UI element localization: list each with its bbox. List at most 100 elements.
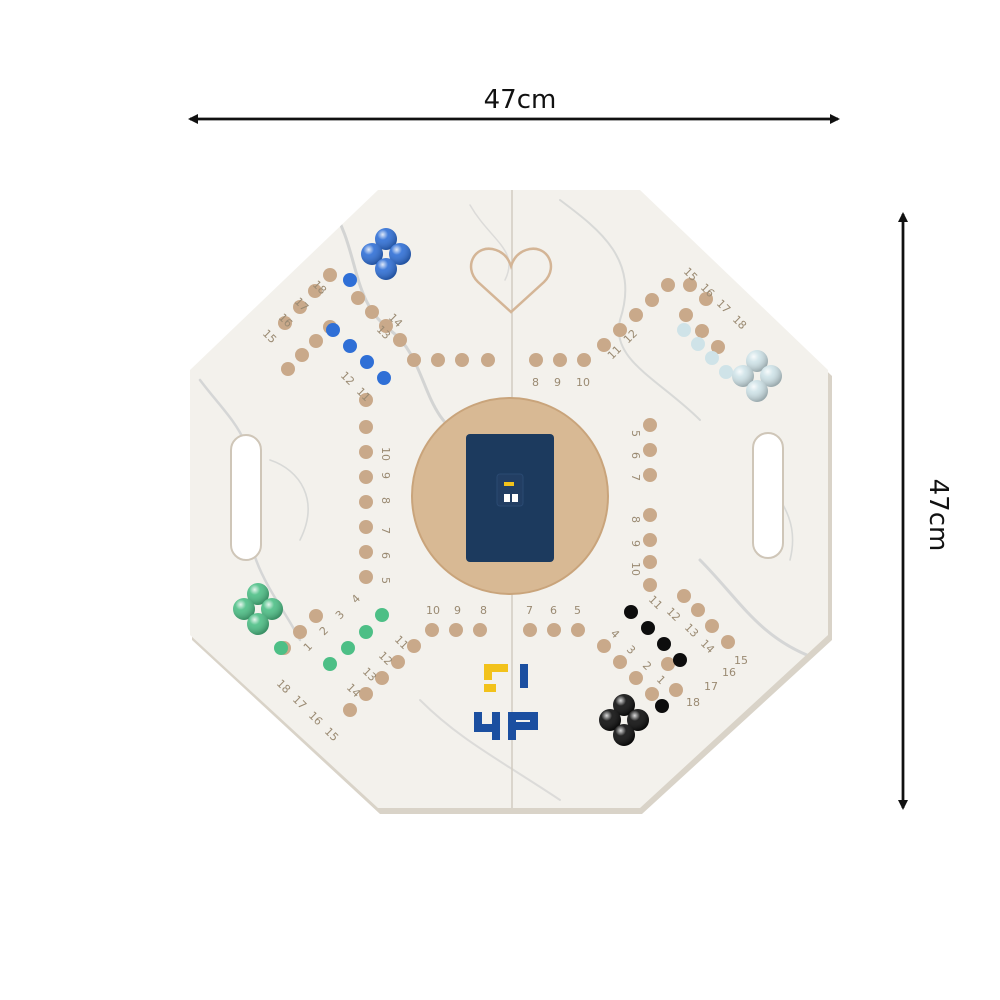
- marble-shine: [375, 228, 397, 250]
- track-number: 6: [379, 552, 392, 559]
- height-dimension: 47cm: [898, 212, 953, 810]
- home-peg: [359, 625, 373, 639]
- marble-shine: [746, 350, 768, 372]
- home-peg: [341, 641, 355, 655]
- peg-hole: [379, 319, 393, 333]
- peg-hole: [449, 623, 463, 637]
- marble-shine: [599, 709, 621, 731]
- peg-hole: [661, 278, 675, 292]
- peg-hole: [643, 508, 657, 522]
- marble-shine: [613, 694, 635, 716]
- peg-hole: [705, 619, 719, 633]
- marble-shine: [247, 583, 269, 605]
- track-number: 8: [480, 604, 487, 617]
- marble-shine: [613, 724, 635, 746]
- home-peg: [323, 657, 337, 671]
- right-handle: [752, 432, 784, 559]
- game-board: 18 17 16 15 11 12 13 14 10 9 8 7 6 5 15 …: [190, 190, 832, 814]
- peg-hole: [308, 284, 322, 298]
- width-dimension: 47cm: [188, 85, 840, 124]
- marble-shine: [746, 380, 768, 402]
- peg-hole: [677, 589, 691, 603]
- brand-logo: [474, 664, 538, 740]
- peg-hole: [473, 623, 487, 637]
- peg-hole: [643, 555, 657, 569]
- peg-hole: [309, 609, 323, 623]
- peg-hole: [661, 657, 675, 671]
- peg-hole: [679, 308, 693, 322]
- track-number: 10: [379, 447, 392, 461]
- peg-holes: [277, 268, 735, 717]
- track-number: 10: [629, 562, 642, 576]
- peg-hole: [629, 308, 643, 322]
- track-number: 7: [379, 527, 392, 534]
- track-number: 18: [686, 696, 700, 709]
- track-number: 7: [526, 604, 533, 617]
- peg-hole: [293, 625, 307, 639]
- peg-hole: [359, 495, 373, 509]
- peg-hole: [295, 348, 309, 362]
- peg-hole: [721, 635, 735, 649]
- home-row-pegs: [274, 273, 733, 713]
- track-number: 15: [734, 654, 748, 667]
- peg-hole: [523, 623, 537, 637]
- home-peg: [360, 355, 374, 369]
- track-number: 9: [629, 540, 642, 547]
- home-peg: [673, 653, 687, 667]
- peg-hole: [323, 268, 337, 282]
- peg-hole: [359, 445, 373, 459]
- marble-shine: [627, 709, 649, 731]
- marble-shine: [233, 598, 255, 620]
- marble-cluster-top-left: [361, 228, 411, 280]
- peg-hole: [699, 292, 713, 306]
- peg-hole: [431, 353, 445, 367]
- peg-hole: [613, 655, 627, 669]
- home-peg: [343, 273, 357, 287]
- track-number: 5: [574, 604, 581, 617]
- track-number: 6: [629, 452, 642, 459]
- peg-hole: [309, 334, 323, 348]
- peg-hole: [407, 353, 421, 367]
- peg-hole: [695, 324, 709, 338]
- peg-hole: [547, 623, 561, 637]
- marble-shine: [247, 613, 269, 635]
- peg-hole: [359, 687, 373, 701]
- peg-hole: [293, 300, 307, 314]
- home-peg: [274, 641, 288, 655]
- marble-cluster-top-right: [732, 350, 782, 402]
- peg-hole: [629, 671, 643, 685]
- marble-shine: [375, 258, 397, 280]
- home-peg: [326, 323, 340, 337]
- peg-hole: [691, 603, 705, 617]
- home-peg: [691, 337, 705, 351]
- track-number: 5: [379, 577, 392, 584]
- peg-hole: [683, 278, 697, 292]
- peg-hole: [553, 353, 567, 367]
- peg-hole: [359, 470, 373, 484]
- peg-hole: [613, 323, 627, 337]
- home-peg: [343, 339, 357, 353]
- home-peg: [377, 371, 391, 385]
- track-number: 10: [576, 376, 590, 389]
- track-number: 16: [722, 666, 736, 679]
- peg-hole: [669, 683, 683, 697]
- home-peg: [677, 323, 691, 337]
- peg-hole: [645, 293, 659, 307]
- track-number: 9: [554, 376, 561, 389]
- peg-hole: [577, 353, 591, 367]
- peg-hole: [597, 338, 611, 352]
- peg-hole: [359, 393, 373, 407]
- peg-hole: [375, 671, 389, 685]
- track-number: 9: [454, 604, 461, 617]
- marble-shine: [389, 243, 411, 265]
- width-label: 47cm: [484, 85, 557, 115]
- peg-hole: [278, 316, 292, 330]
- height-label: 47cm: [923, 479, 953, 552]
- marble-cluster-bottom-left: [233, 583, 283, 635]
- track-number: 8: [629, 516, 642, 523]
- home-peg: [375, 608, 389, 622]
- peg-hole: [643, 443, 657, 457]
- peg-hole: [643, 578, 657, 592]
- marble-shine: [361, 243, 383, 265]
- track-number: 5: [629, 430, 642, 437]
